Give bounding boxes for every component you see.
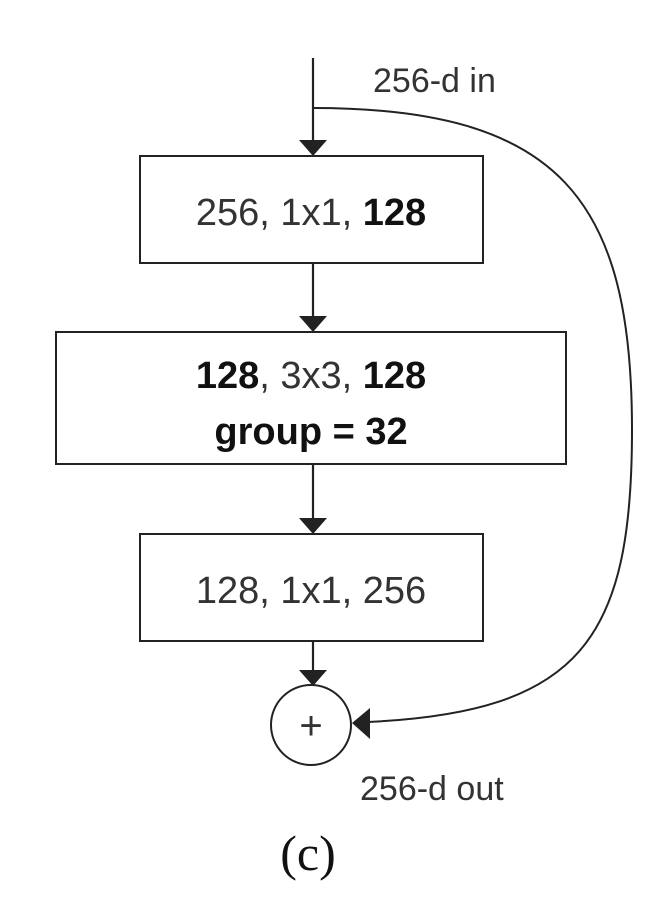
skip-connection	[312, 107, 634, 723]
input-arrowhead	[299, 140, 327, 156]
conv-block-3	[139, 533, 484, 642]
adder-node	[270, 684, 352, 766]
arrowhead-block2	[299, 316, 327, 332]
skip-connection-arrowhead	[352, 708, 370, 739]
output-label: 256-d out	[360, 770, 504, 808]
conv-block-2-group: group = 32	[214, 411, 407, 453]
arrowhead-adder	[299, 670, 327, 686]
conv-block-1-sep1: ,	[259, 192, 280, 234]
conv-block-3-sep1: ,	[259, 570, 280, 612]
adder-symbol: +	[299, 704, 322, 748]
conv-block-1-sep2: ,	[342, 192, 363, 234]
conv-block-3-sep2: ,	[342, 570, 363, 612]
conv-block-2-in: 128	[196, 355, 259, 397]
conv-block-1-label: 256, 1x1, 128	[196, 192, 426, 234]
conv-block-1	[139, 155, 484, 264]
conv-block-1-in: 256	[196, 192, 259, 234]
conv-block-2-label: 128, 3x3, 128	[196, 355, 426, 397]
conv-block-2-sep2: ,	[342, 355, 363, 397]
conv-block-2	[55, 331, 567, 465]
conv-block-2-sep1: ,	[259, 355, 280, 397]
conv-block-3-out: 256	[363, 570, 426, 612]
arrowhead-block3	[299, 518, 327, 534]
conv-block-2-kernel: 3x3	[280, 355, 341, 397]
conv-block-2-out: 128	[363, 355, 426, 397]
conv-block-3-label: 128, 1x1, 256	[196, 570, 426, 612]
conv-block-1-kernel: 1x1	[280, 192, 341, 234]
input-label: 256-d in	[373, 62, 496, 100]
conv-block-1-out: 128	[363, 192, 426, 234]
conv-block-3-kernel: 1x1	[280, 570, 341, 612]
figure-caption: (c)	[280, 825, 336, 881]
conv-block-3-in: 128	[196, 570, 259, 612]
